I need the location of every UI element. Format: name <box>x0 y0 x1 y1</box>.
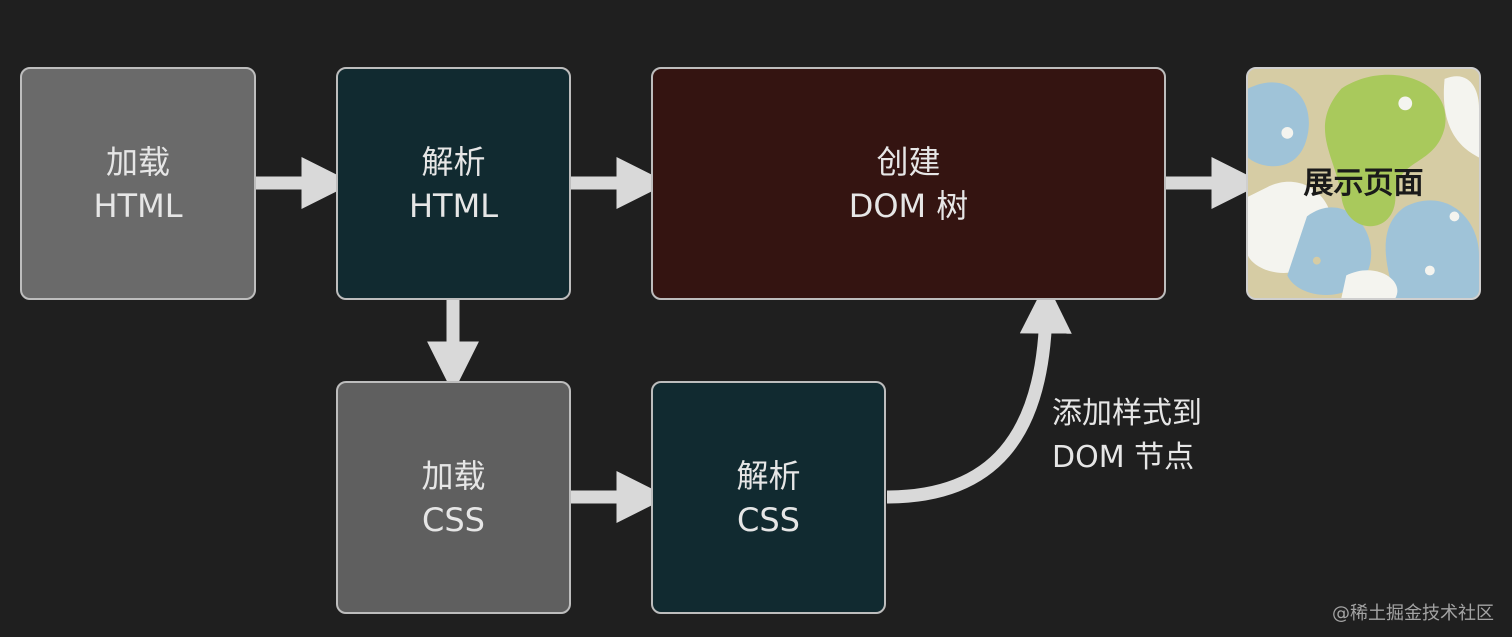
arrow-parse-css-to-create-dom <box>886 281 1072 504</box>
edge-label-line2: DOM 节点 <box>1052 440 1195 475</box>
edge-label-line1: 添加样式到 <box>1052 396 1202 431</box>
parse-html-box: 解析 HTML <box>336 67 571 300</box>
parse-html-line2: HTML <box>408 186 499 225</box>
create-dom-line2: DOM 树 <box>848 186 969 225</box>
load-css-line1: 加载 <box>421 456 486 495</box>
parse-css-box: 解析 CSS <box>651 381 886 614</box>
edge-label-add-styles: 添加样式到 DOM 节点 <box>1052 392 1202 480</box>
load-html-line1: 加载 <box>105 142 170 181</box>
parse-css-line1: 解析 <box>736 456 801 495</box>
create-dom-box: 创建 DOM 树 <box>651 67 1166 300</box>
load-html-box: 加载 HTML <box>20 67 256 300</box>
display-page-label: 展示页面 <box>1303 165 1424 201</box>
watermark-text: @稀土掘金技术社区 <box>1332 603 1494 624</box>
display-page-box: 展示页面 <box>1246 67 1481 300</box>
load-css-box: 加载 CSS <box>336 381 571 614</box>
parse-css-line2: CSS <box>737 500 800 539</box>
create-dom-line1: 创建 <box>876 142 941 181</box>
load-html-line2: HTML <box>93 186 183 225</box>
abstract-pattern-image <box>1248 69 1479 298</box>
load-css-line2: CSS <box>422 500 485 539</box>
parse-html-line1: 解析 <box>421 142 486 181</box>
